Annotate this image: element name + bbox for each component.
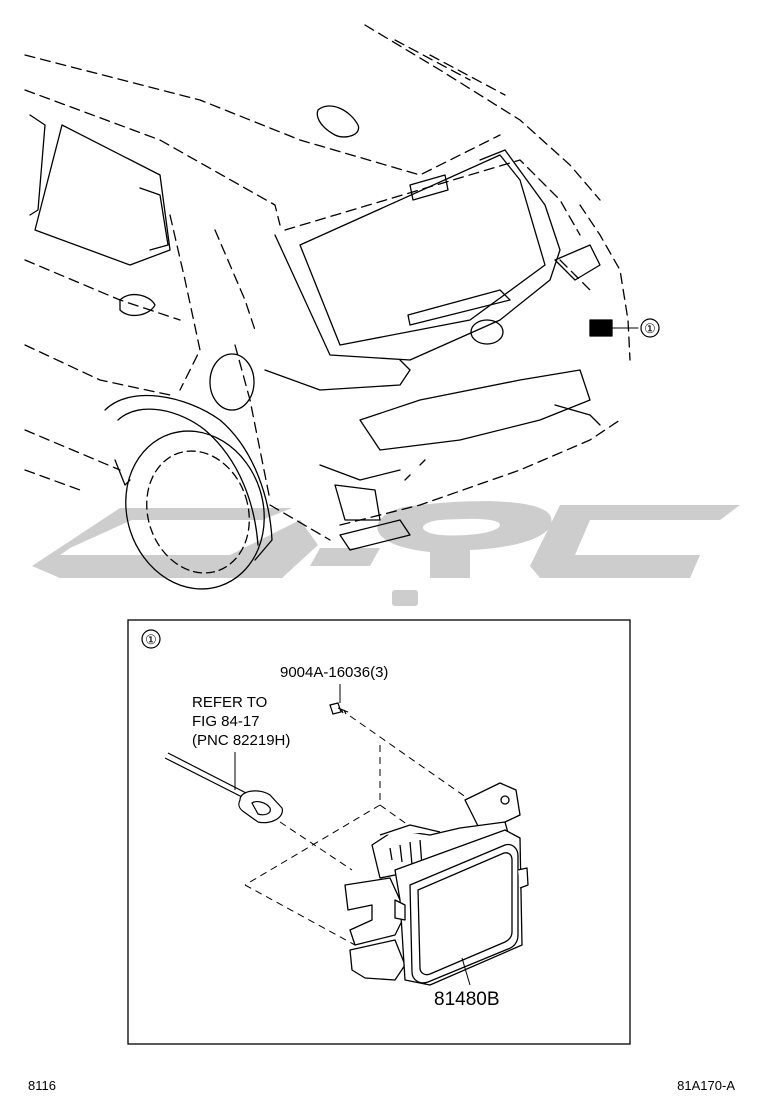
callout-1-vehicle-label: ① — [644, 321, 656, 336]
sensor-location-mark — [589, 319, 639, 337]
detail-frame — [127, 619, 631, 1045]
detail-marker-label: ① — [145, 632, 157, 647]
refer-line-2[interactable]: FIG 84-17 — [192, 713, 260, 730]
harness-connector-icon — [164, 752, 283, 824]
footer-right-code: 81A170-A — [677, 1078, 735, 1093]
footer-left-code: 8116 — [28, 1078, 56, 1093]
refer-line-1: REFER TO — [192, 694, 267, 711]
bolt-part-number[interactable]: 9004A-16036(3) — [280, 664, 388, 681]
watermark-logo — [32, 501, 740, 606]
detail-marker: ① — [141, 629, 161, 649]
sensor-leader-line — [461, 957, 471, 986]
sensor-part-number[interactable]: 81480B — [434, 989, 500, 1010]
refer-line-3[interactable]: (PNC 82219H) — [192, 732, 290, 749]
bolt-icon — [329, 702, 349, 715]
callout-1-vehicle[interactable]: ① — [640, 318, 660, 338]
vehicle-rear-illustration — [24, 24, 639, 590]
radar-sensor-icon — [344, 782, 529, 986]
assembly-guide-lines — [244, 715, 471, 946]
